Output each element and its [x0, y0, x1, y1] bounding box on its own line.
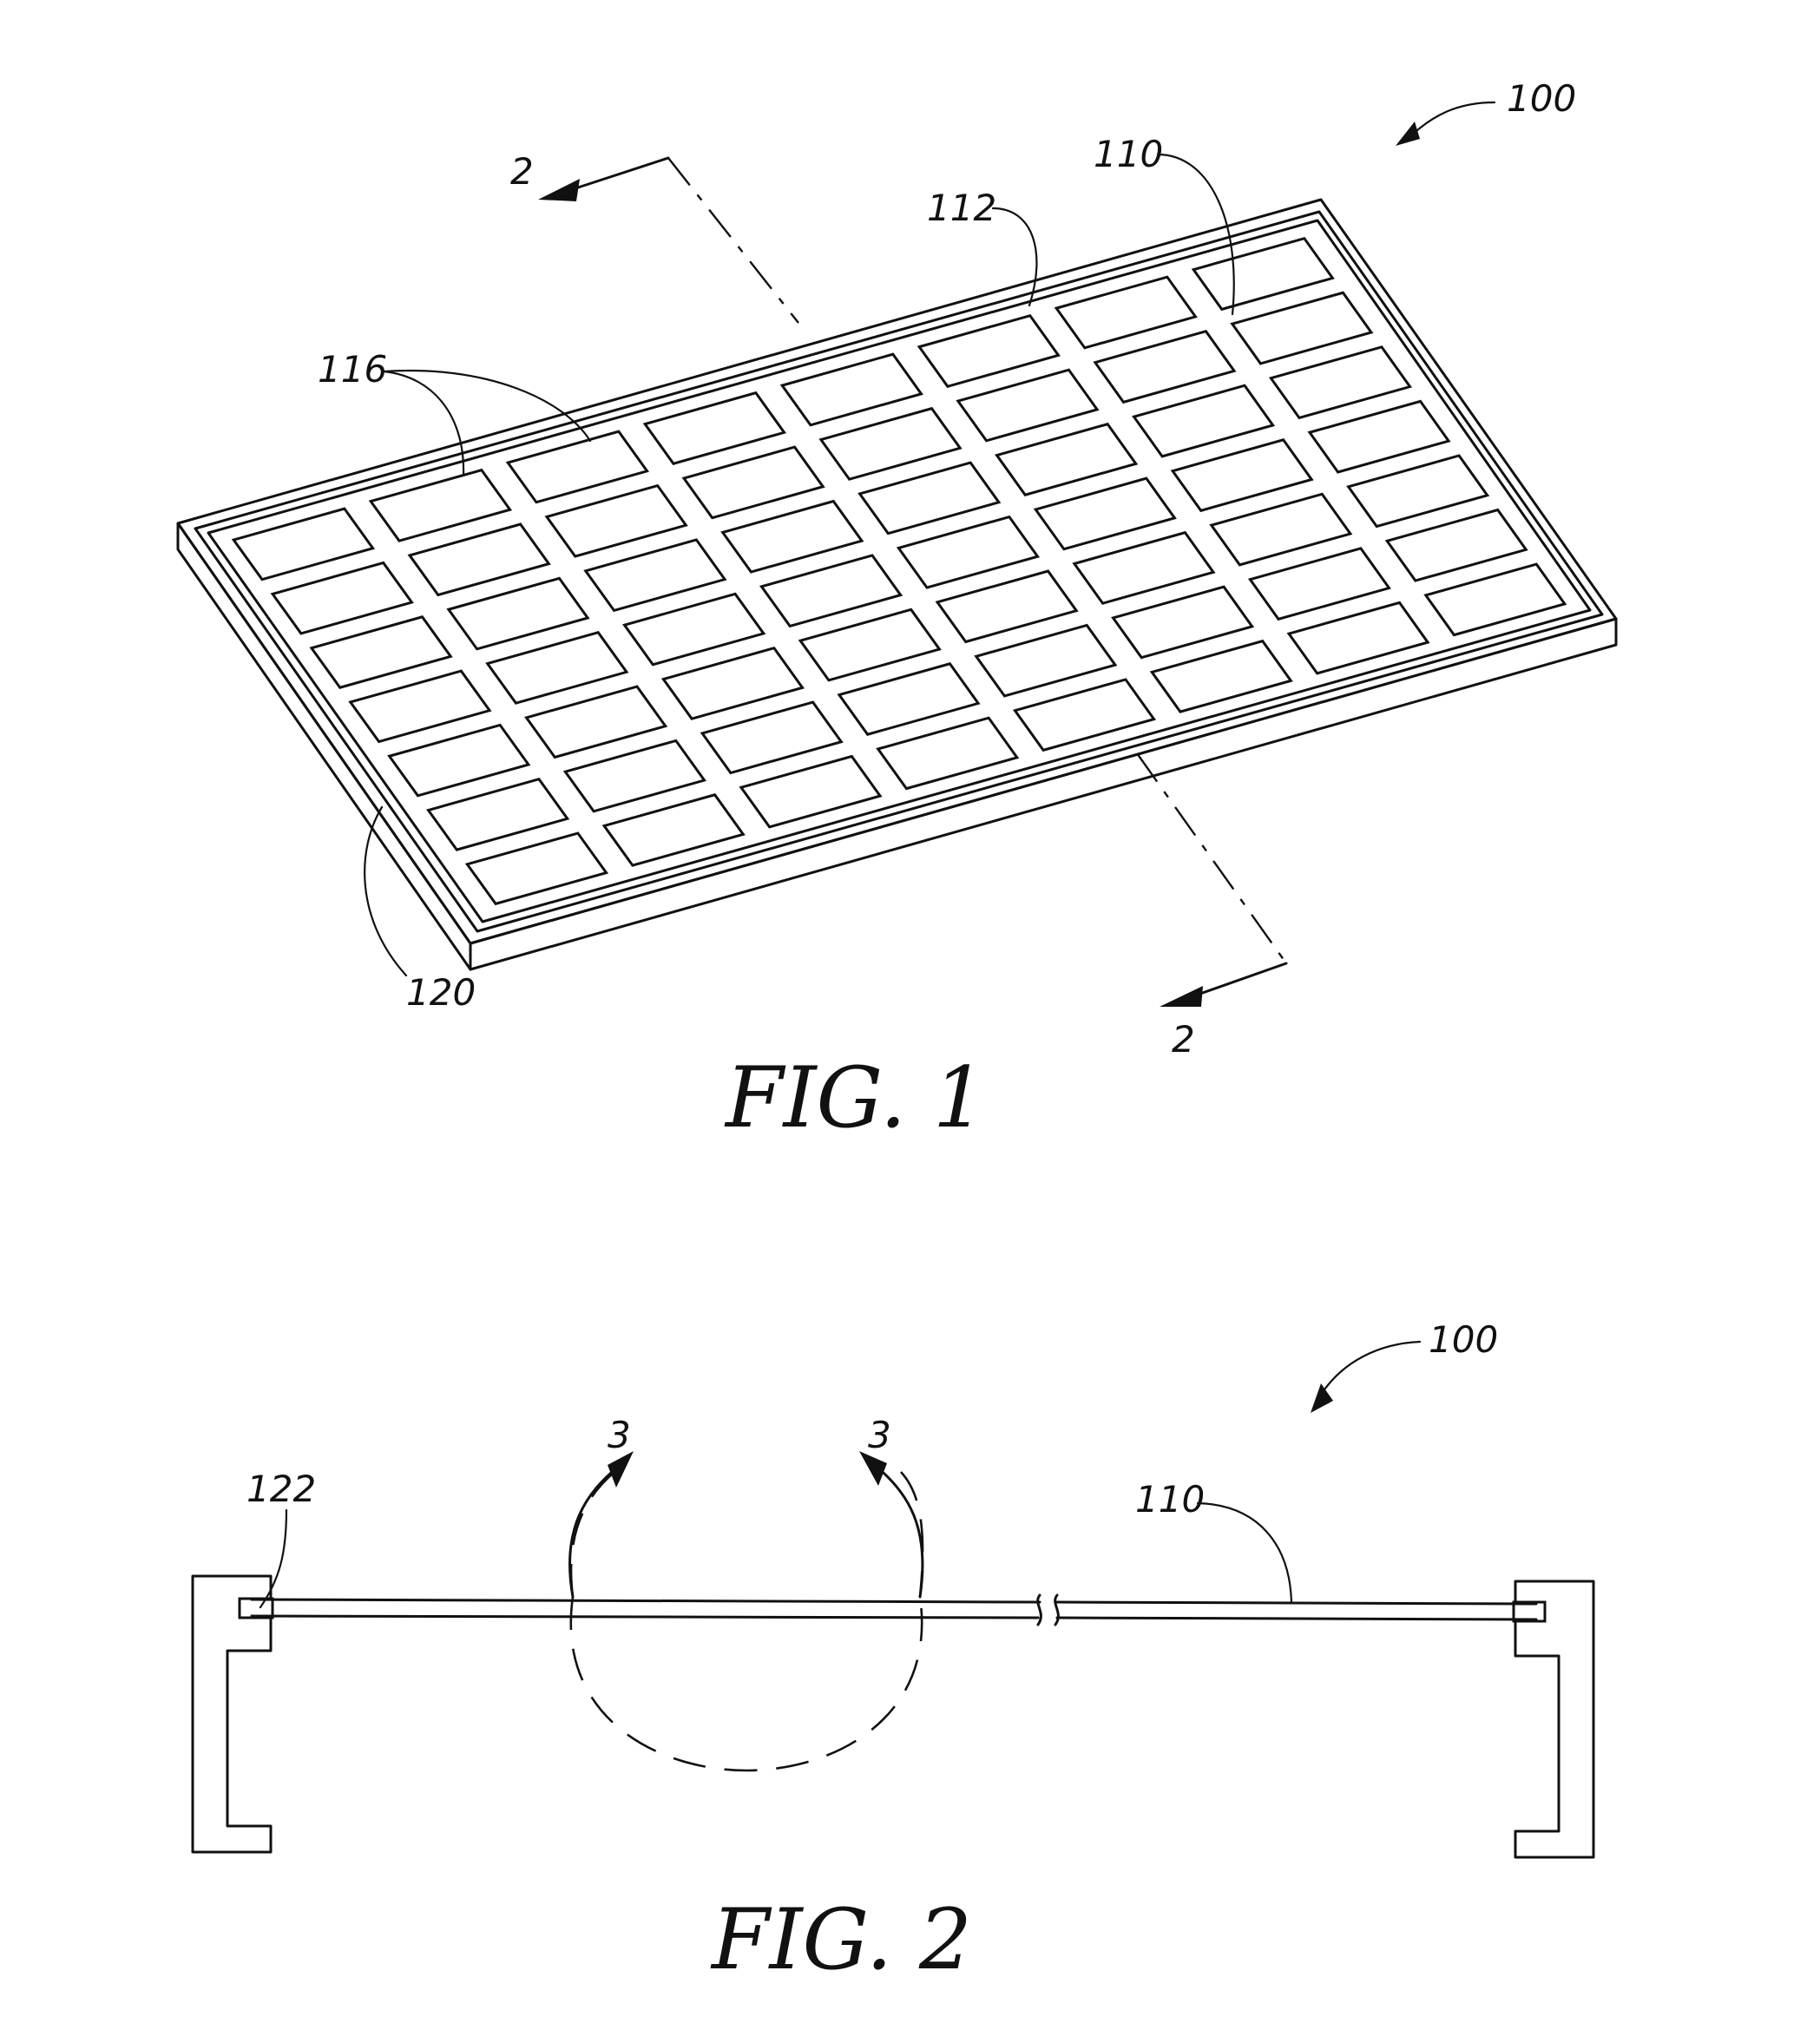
label-110: 110: [1094, 133, 1163, 175]
detail-circle-3: [571, 1472, 923, 1770]
solar-cell: [800, 609, 939, 680]
label-detail-3-right: 3: [868, 1414, 891, 1456]
figure-2-caption: FIG. 2: [710, 1891, 972, 1988]
section-arrow-2-top: [538, 179, 580, 201]
solar-cell: [1250, 549, 1389, 620]
section-line-2-top: [668, 158, 798, 323]
solar-cell: [1310, 401, 1449, 472]
frame-rebate-outline: [208, 220, 1590, 922]
solar-cell: [1133, 385, 1272, 457]
pane-right-top: [1057, 1602, 1536, 1604]
solar-cell: [488, 633, 627, 703]
leader-arrow-100-fig2: [1311, 1383, 1333, 1413]
solar-cell: [684, 447, 823, 518]
leader-122: [260, 1510, 286, 1607]
solar-cell: [976, 625, 1115, 695]
solar-cell: [761, 555, 900, 626]
label-116: 116: [318, 348, 387, 391]
detail-arrow-left: [608, 1451, 634, 1488]
solar-cell: [1173, 440, 1311, 511]
label-detail-3-left: 3: [608, 1414, 631, 1456]
solar-cell: [821, 409, 960, 480]
solar-cell: [428, 779, 567, 850]
solar-cell: [1114, 587, 1252, 657]
solar-cell: [937, 571, 1076, 641]
solar-cell: [273, 562, 411, 633]
solar-cell: [1095, 332, 1234, 403]
right-frame-section: [1515, 1581, 1593, 1857]
solar-cell: [702, 702, 841, 772]
label-section-2-top: 2: [510, 150, 534, 193]
solar-cell: [958, 370, 1097, 441]
solar-cell: [1035, 478, 1174, 549]
solar-cell: [1349, 456, 1488, 527]
section-leader-2-bottom: [1198, 963, 1286, 995]
pane-left-bottom: [252, 1616, 1038, 1618]
label-110-fig2: 110: [1135, 1478, 1205, 1521]
leader-110-fig2: [1198, 1503, 1291, 1602]
solar-cell: [351, 671, 489, 741]
solar-cell: [839, 664, 978, 734]
solar-cell: [410, 524, 549, 595]
solar-cell: [1387, 510, 1526, 581]
solar-cell: [663, 648, 802, 719]
solar-cell: [898, 517, 1037, 588]
solar-cell: [526, 686, 665, 757]
section-arrow-2-bottom: [1160, 986, 1203, 1007]
solar-cell: [1271, 347, 1409, 418]
label-120: 120: [406, 971, 476, 1014]
leader-100-fig2: [1319, 1342, 1420, 1397]
label-100: 100: [1507, 77, 1576, 120]
leader-arrow-100: [1396, 122, 1420, 146]
leader-116-b: [384, 371, 590, 441]
pane-right-bottom: [1057, 1618, 1536, 1619]
section-line-2-bottom: [1137, 753, 1286, 963]
solar-cell: [547, 486, 686, 557]
section-leader-2-top: [573, 158, 668, 189]
solar-cell: [390, 725, 529, 795]
leader-100: [1406, 102, 1495, 141]
panel-right-face: [470, 619, 1616, 969]
solar-cell: [586, 540, 725, 610]
solar-cell: [312, 617, 450, 687]
figure-2: 100 110 122 3 3 FIG. 2: [193, 1318, 1593, 1988]
pane-break-right: [1055, 1595, 1059, 1625]
pane-left-top: [252, 1600, 1040, 1602]
solar-cell: [1074, 533, 1213, 604]
solar-cell: [860, 463, 999, 534]
label-100-fig2: 100: [1429, 1318, 1498, 1361]
solar-cell: [565, 740, 704, 811]
solar-cell: [449, 578, 588, 648]
figure-1-caption: FIG. 1: [724, 1049, 986, 1146]
solar-cell: [1232, 292, 1371, 364]
pane-break-left: [1038, 1595, 1041, 1625]
solar-cell: [1212, 494, 1350, 565]
label-112: 112: [927, 187, 996, 229]
leader-116-a: [384, 371, 463, 476]
detail-arrow-right: [859, 1451, 887, 1486]
label-122: 122: [246, 1468, 316, 1510]
figure-1: 100 110 112 116 120 2 2 FIG. 1: [178, 77, 1616, 1146]
solar-cell: [625, 594, 764, 664]
leader-120: [365, 807, 406, 976]
detail-arrow-right-arc: [877, 1467, 923, 1597]
solar-cell: [723, 502, 862, 573]
solar-cell: [997, 424, 1136, 496]
label-section-2-bottom: 2: [1172, 1018, 1195, 1061]
